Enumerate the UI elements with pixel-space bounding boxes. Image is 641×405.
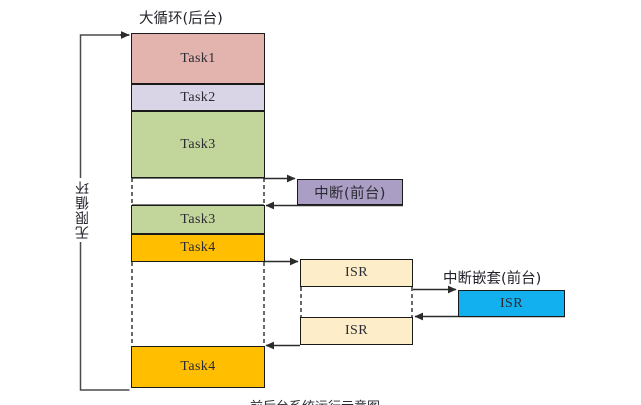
task-block-task1[interactable]: Task1	[131, 33, 265, 84]
isr-label: ISR	[500, 295, 523, 311]
task-block-label: Task3	[180, 211, 216, 227]
isr-block-upper[interactable]: ISR	[300, 259, 413, 287]
task-block-label: Task3	[180, 136, 216, 152]
task-block-label: Task4	[180, 240, 216, 255]
title-background-loop: 大循环(后台)	[139, 11, 223, 27]
isr-block-lower[interactable]: ISR	[300, 317, 413, 345]
label-nested-interrupt: 中断嵌套(前台)	[443, 271, 542, 287]
caption-clipped: 前后台系统运行示意图	[250, 396, 380, 405]
task-block-label: Task2	[180, 89, 216, 105]
isr-label: ISR	[345, 323, 368, 338]
isr-block-nested[interactable]: ISR	[458, 290, 565, 317]
dashed-guides-main	[131, 177, 265, 347]
task-block-task4-second[interactable]: Task4	[131, 346, 265, 388]
interrupt-foreground-block[interactable]: 中断(前台)	[297, 179, 403, 205]
task-block-label: Task1	[180, 50, 216, 66]
task-block-task4-first[interactable]: Task4	[131, 234, 265, 262]
interrupt-foreground-label: 中断(前台)	[314, 185, 386, 202]
task-block-task3-first[interactable]: Task3	[131, 111, 265, 178]
task-block-task3-second[interactable]: Task3	[131, 205, 265, 234]
dashed-guides-isr	[300, 287, 413, 317]
isr-label: ISR	[345, 265, 368, 280]
label-infinite-loop: 无限循环	[73, 178, 93, 242]
task-block-label: Task4	[180, 359, 216, 374]
task-block-task2[interactable]: Task2	[131, 84, 265, 111]
